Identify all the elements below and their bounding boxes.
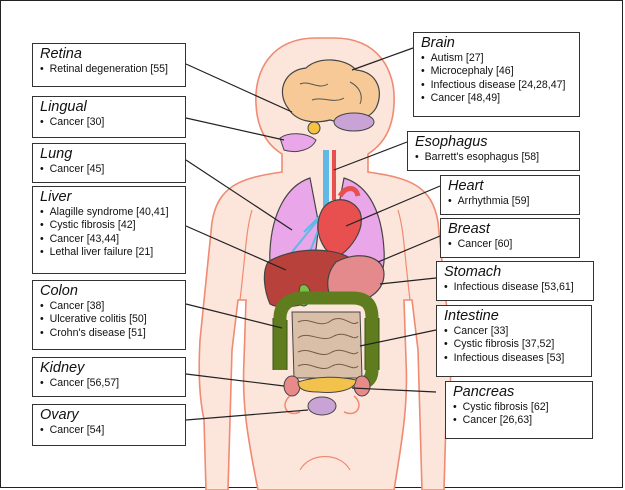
heart-item: Arrhythmia [59] [448,195,573,208]
heart-shape [317,199,362,259]
retina-item: Retinal degeneration [55] [40,63,179,76]
colon-item: Ulcerative colitis [50] [40,313,179,326]
heart-title: Heart [448,178,484,194]
brain-item: Autism [27] [421,52,573,65]
esophagus-title: Esophagus [415,134,488,150]
kidney-title: Kidney [40,360,85,376]
lung-title: Lung [40,146,73,162]
liver-item: Alagille syndrome [40,41] [40,206,179,219]
breast-box: Breast Cancer [60] [440,218,580,258]
tongue-shape [279,133,317,153]
intestine-item: Infectious diseases [53] [444,352,585,365]
brain-item: Infectious disease [24,28,47] [421,79,573,92]
colon-title: Colon [40,283,78,299]
pancreas-item: Cancer [26,63] [453,414,586,427]
lingual-title: Lingual [40,99,87,115]
brain-box: Brain Autism [27] Microcephaly [46] Infe… [413,32,580,117]
colon-item: Crohn's disease [51] [40,327,179,340]
colon-box: Colon Cancer [38] Ulcerative colitis [50… [32,280,186,350]
lingual-box: Lingual Cancer [30] [32,96,186,138]
breast-title: Breast [448,221,490,237]
intestine-item: Cystic fibrosis [37,52] [444,338,585,351]
retina-box: Retina Retinal degeneration [55] [32,43,186,87]
brain-title: Brain [421,35,455,51]
kidney-shape [283,375,301,397]
ovary-title: Ovary [40,407,79,423]
liver-item: Cystic fibrosis [42] [40,219,179,232]
pancreas-box: Pancreas Cystic fibrosis [62] Cancer [26… [445,381,593,439]
stomach-item: Infectious disease [53,61] [444,281,587,294]
liver-box: Liver Alagille syndrome [40,41] Cystic f… [32,186,186,274]
ovary-box: Ovary Cancer [54] [32,404,186,446]
colon-item: Cancer [38] [40,300,179,313]
intestine-box: Intestine Cancer [33] Cystic fibrosis [3… [436,305,592,377]
lingual-item: Cancer [30] [40,116,179,129]
retina-title: Retina [40,46,82,62]
ovary-shape [307,396,337,416]
liver-item: Lethal liver failure [21] [40,246,179,259]
esophagus-item: Barrett's esophagus [58] [415,151,573,164]
heart-box: Heart Arrhythmia [59] [440,175,580,215]
stomach-title: Stomach [444,264,502,280]
leader-lines [185,47,441,421]
liver-title: Liver [40,189,72,205]
lung-box: Lung Cancer [45] [32,143,186,183]
brain-item: Microcephaly [46] [421,65,573,78]
pancreas-item: Cystic fibrosis [62] [453,401,586,414]
stomach-box: Stomach Infectious disease [53,61] [436,261,594,301]
stomach-shape [327,255,385,304]
esophagus-box: Esophagus Barrett's esophagus [58] [407,131,580,171]
pancreas-title: Pancreas [453,384,515,400]
pancreas-shape [297,376,357,393]
breast-item: Cancer [60] [448,238,573,251]
intestine-item: Cancer [33] [444,325,585,338]
cerebellum-shape [333,112,375,132]
kidney-item: Cancer [56,57] [40,377,179,390]
brain-item: Cancer [48,49] [421,92,573,105]
ovary-item: Cancer [54] [40,424,179,437]
brain-shape [281,59,380,123]
lung-item: Cancer [45] [40,163,179,176]
liver-item: Cancer [43,44] [40,233,179,246]
kidney-box: Kidney Cancer [56,57] [32,357,186,397]
intestine-title: Intestine [444,308,499,324]
